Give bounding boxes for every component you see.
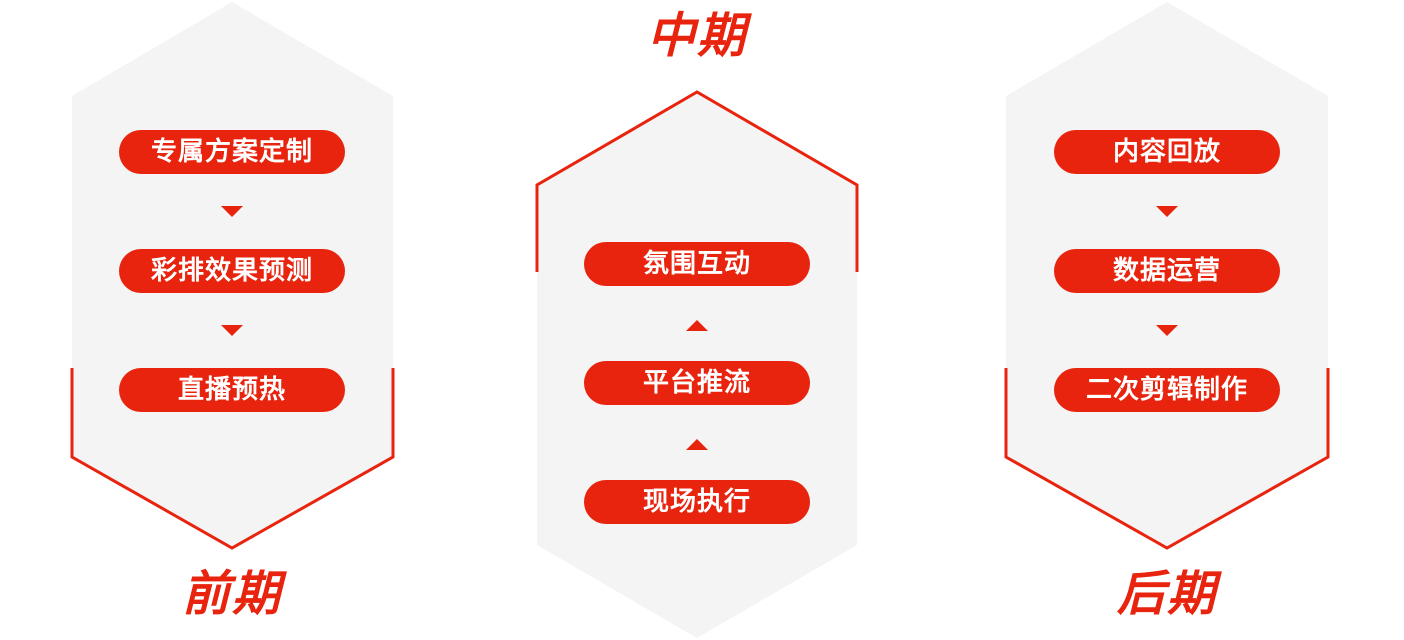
arrow-down-icon [221,325,243,336]
hexagon-late-outline [1004,368,1330,550]
arrow-up-icon [686,320,708,331]
arrow-down-icon [1156,206,1178,217]
step-late-3: 二次剪辑制作 [1054,368,1280,412]
arrow-up-icon [686,439,708,450]
arrow-down-icon [1156,325,1178,336]
hexagon-early-outline [70,368,395,550]
phase-title-mid: 中期 [646,8,747,64]
step-late-2: 数据运营 [1054,249,1280,293]
step-early-1: 专属方案定制 [119,130,345,174]
step-early-3: 直播预热 [119,368,345,412]
phase-title-early: 前期 [181,566,282,622]
step-mid-2: 平台推流 [584,361,810,405]
arrow-down-icon [221,206,243,217]
step-early-2: 彩排效果预测 [119,249,345,293]
step-mid-3: 现场执行 [584,480,810,524]
hexagon-mid-outline [535,90,859,272]
step-late-1: 内容回放 [1054,130,1280,174]
step-mid-1: 氛围互动 [584,242,810,286]
phase-title-late: 后期 [1116,566,1217,622]
